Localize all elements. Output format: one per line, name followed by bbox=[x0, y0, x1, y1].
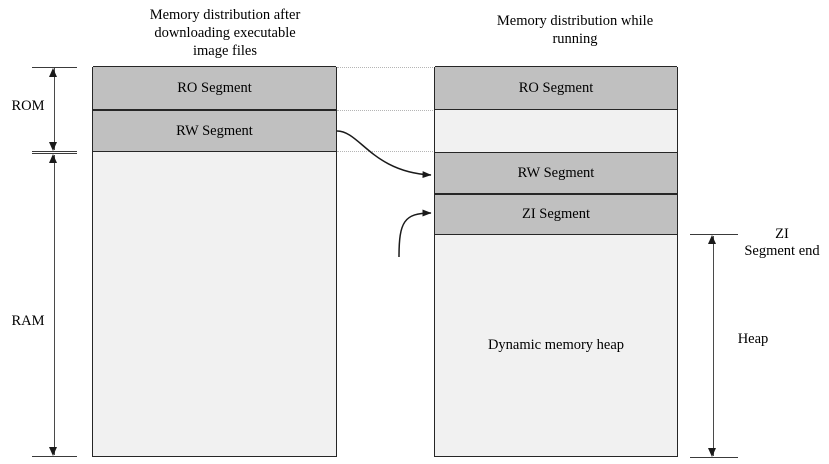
zi-creation-arrow bbox=[398, 209, 432, 258]
guide-line-bottom bbox=[337, 151, 435, 152]
ram-bracket-up-arrowhead-icon bbox=[49, 154, 57, 163]
ram-bracket-bottom-tick bbox=[32, 456, 77, 457]
heap-label: Heap bbox=[737, 331, 769, 347]
heap-bracket-bottom-tick bbox=[690, 457, 738, 458]
right-rw-segment: RW Segment bbox=[435, 152, 677, 195]
left-diagram-title: Memory distribution after downloading ex… bbox=[149, 7, 301, 59]
ram-bracket-line bbox=[54, 155, 55, 455]
guide-line-middle bbox=[337, 110, 435, 111]
rom-bracket-top-tick bbox=[32, 67, 77, 68]
right-unused-gap bbox=[435, 110, 677, 153]
right-dynamic-heap-area: Dynamic memory heap bbox=[435, 235, 677, 456]
right-memory-column: RO Segment RW Segment ZI Segment Dynamic… bbox=[434, 66, 678, 457]
right-diagram-title: Memory distribution while running bbox=[496, 13, 654, 47]
heap-bracket-line bbox=[713, 236, 714, 456]
left-rw-segment: RW Segment bbox=[93, 110, 336, 153]
rom-label: ROM bbox=[11, 98, 45, 114]
rom-bracket-bottom-tick bbox=[32, 151, 77, 152]
rw-migration-arrow bbox=[336, 130, 432, 179]
guide-line-top bbox=[337, 67, 435, 68]
right-zi-segment: ZI Segment bbox=[435, 194, 677, 236]
right-ro-segment: RO Segment bbox=[435, 66, 677, 111]
ram-bracket-top-tick bbox=[32, 153, 77, 154]
rom-bracket-down-arrowhead-icon bbox=[49, 142, 57, 151]
rom-bracket-line bbox=[54, 68, 55, 150]
zi-segment-end-tick bbox=[690, 234, 738, 235]
ram-label: RAM bbox=[11, 313, 45, 329]
heap-bracket-up-arrowhead-icon bbox=[708, 235, 716, 244]
rom-bracket-up-arrowhead-icon bbox=[49, 68, 57, 77]
left-free-memory-area bbox=[93, 152, 336, 456]
heap-bracket-down-arrowhead-icon bbox=[708, 448, 716, 457]
left-ro-segment: RO Segment bbox=[93, 66, 336, 111]
left-memory-column: RO Segment RW Segment bbox=[92, 66, 337, 457]
zi-segment-end-label: ZI Segment end bbox=[744, 226, 820, 259]
ram-bracket-down-arrowhead-icon bbox=[49, 447, 57, 456]
